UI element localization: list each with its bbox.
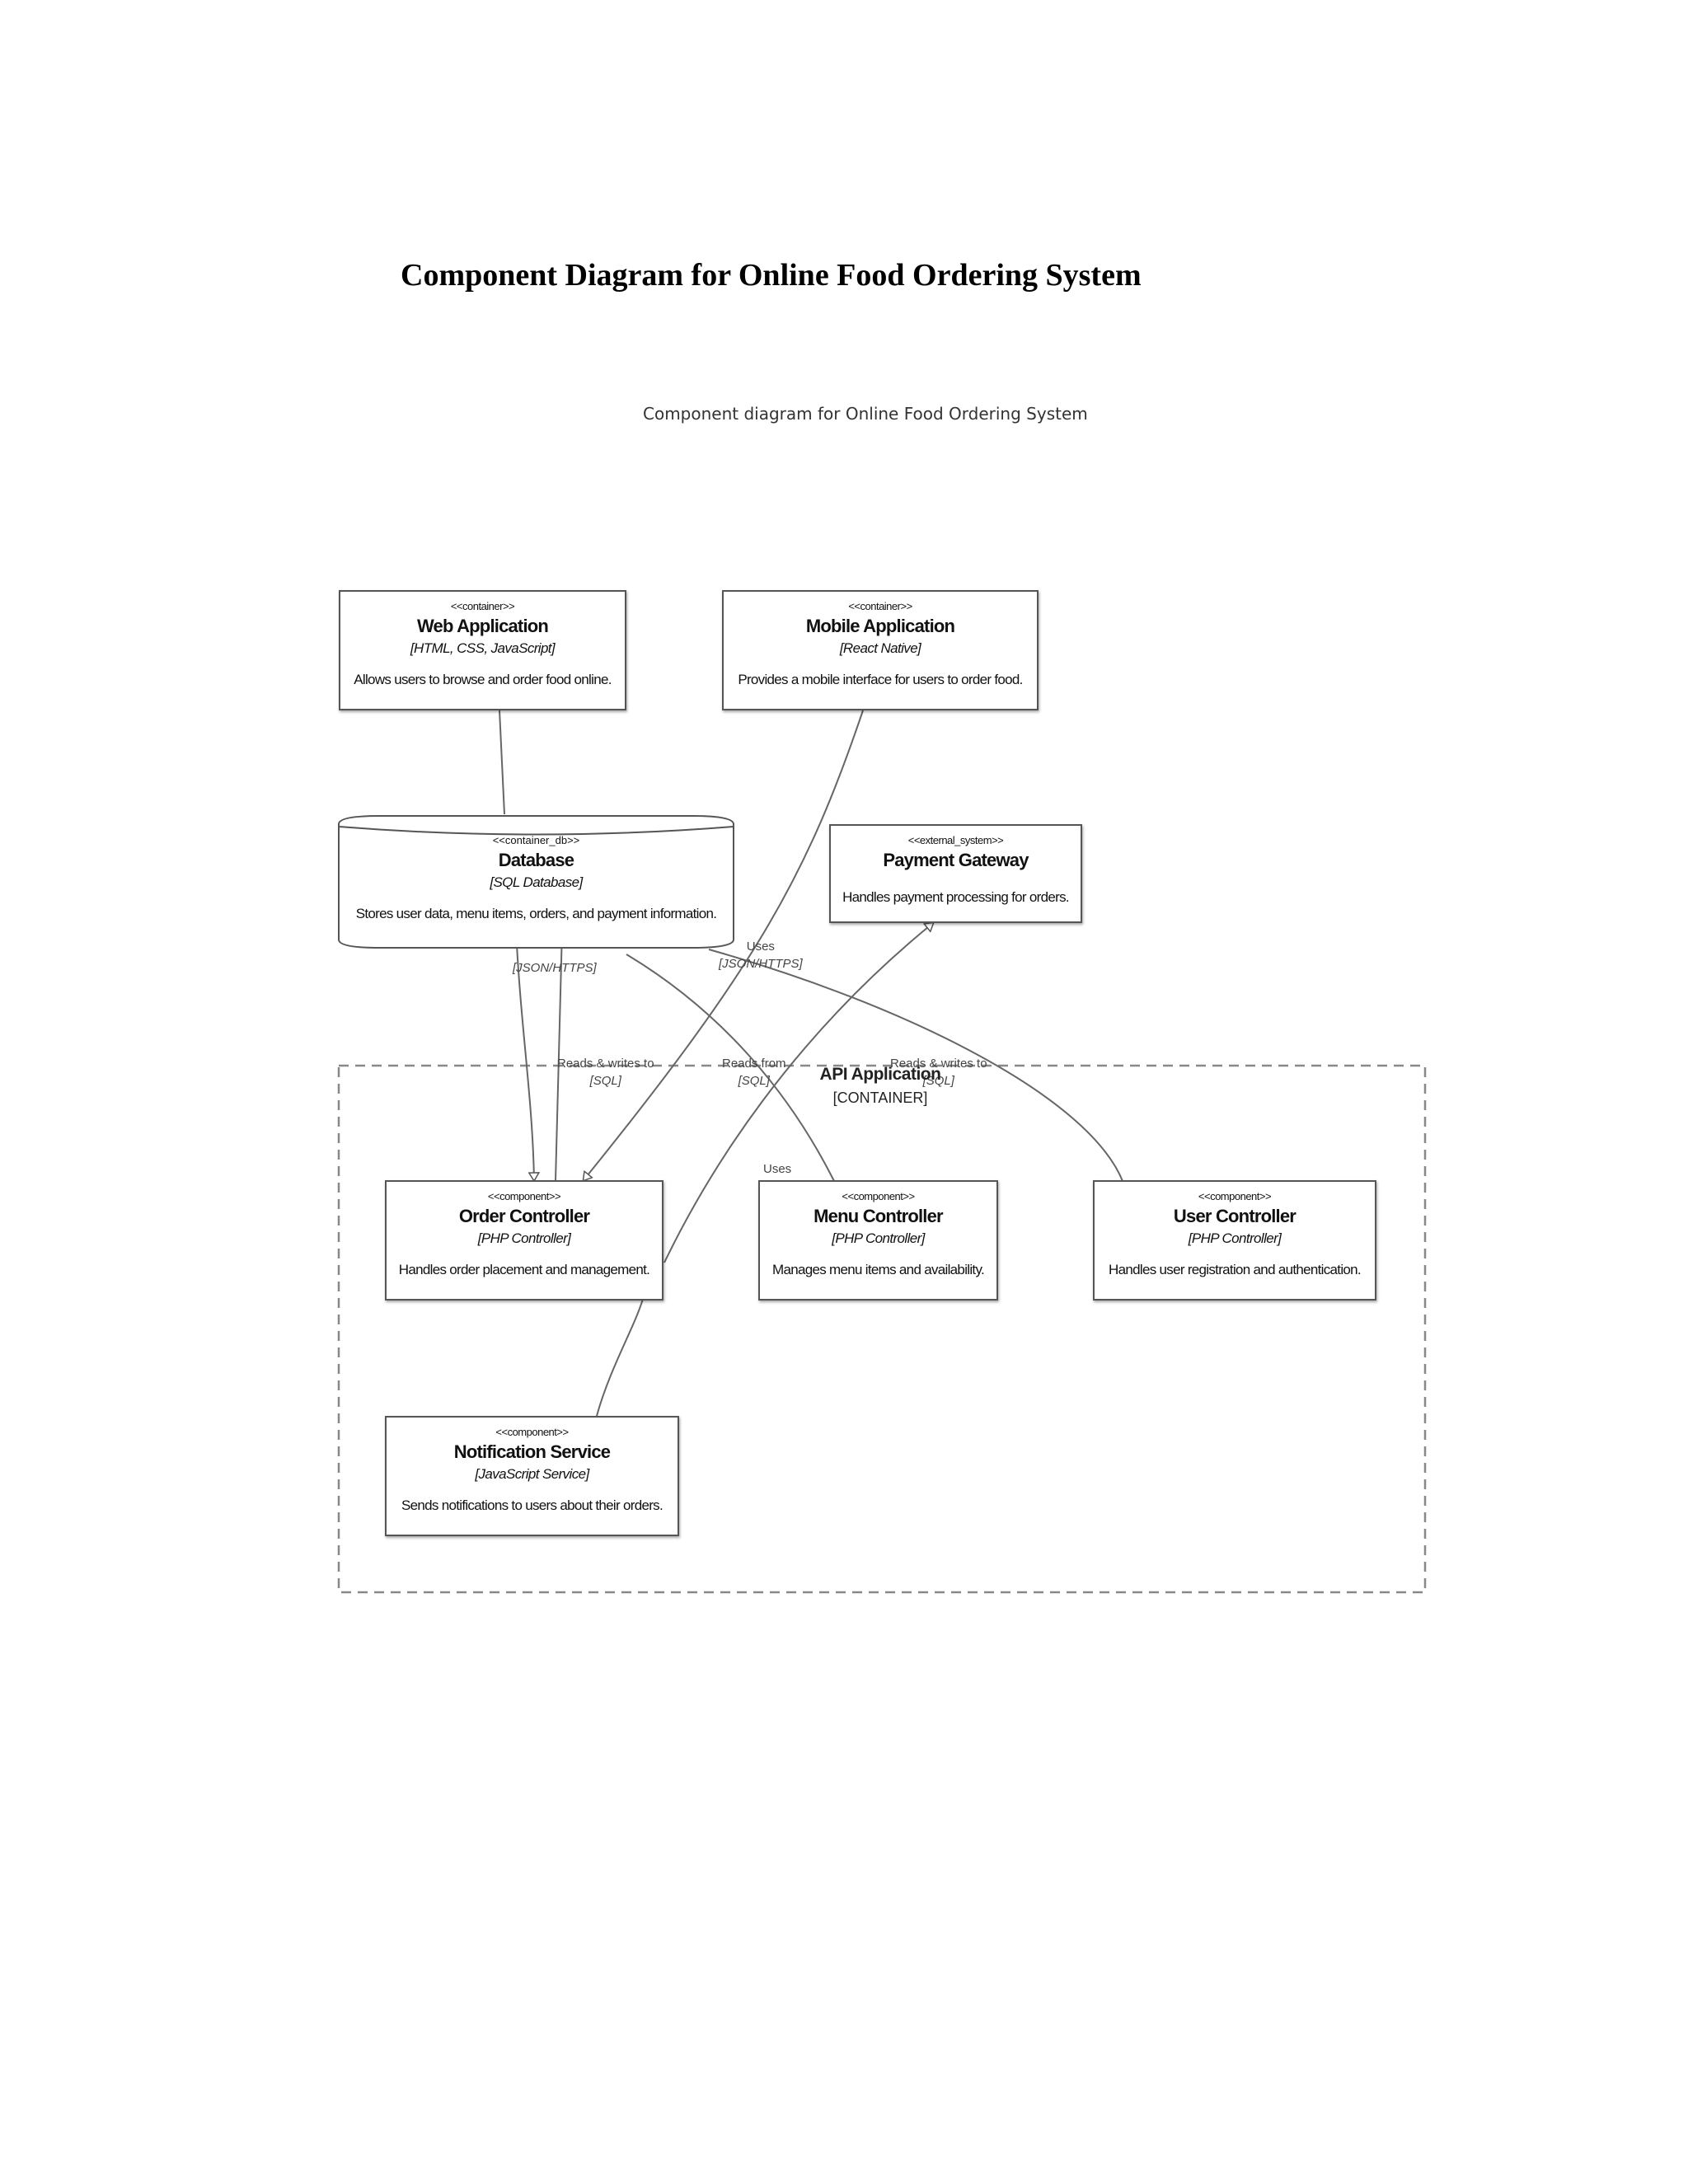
notification-service-node[interactable]: <<component>> Notification Service [Java… [385, 1416, 679, 1536]
database-desc: Stores user data, menu items, orders, an… [355, 906, 717, 921]
web-application-node[interactable]: <<container>> Web Application [HTML, CSS… [339, 590, 626, 710]
edge-web-to-order [515, 929, 534, 1180]
order-controller-name: Order Controller [458, 1206, 590, 1226]
payment-gateway-stereotype: <<external_system>> [907, 834, 1004, 846]
database-stereotype: <<container_db>> [492, 834, 580, 846]
page-title: Component Diagram for Online Food Orderi… [401, 258, 1142, 293]
api-application-type: [CONTAINER] [832, 1090, 928, 1106]
user-controller-node[interactable]: <<component>> User Controller [PHP Contr… [1093, 1180, 1376, 1301]
rel-mobile-uses-label: Uses [746, 940, 775, 954]
rel-web-tech: [JSON/HTTPS] [513, 961, 597, 975]
notification-service-name: Notification Service [453, 1441, 611, 1462]
mobile-application-node[interactable]: <<container>> Mobile Application [React … [722, 590, 1039, 710]
payment-gateway-desc: Handles payment processing for orders. [842, 889, 1070, 905]
mobile-application-name: Mobile Application [805, 616, 955, 636]
rel-order-db: Reads & writes to [SQL] [557, 1057, 654, 1088]
rel-user-db-tech: [SQL] [922, 1074, 954, 1088]
rel-menu-db: Reads from [SQL] [722, 1057, 786, 1088]
web-application-desc: Allows users to browse and order food on… [354, 672, 612, 687]
rel-user-db: Reads & writes to [SQL] [890, 1057, 987, 1088]
rel-mobile-uses-tech: [JSON/HTTPS] [719, 957, 803, 971]
menu-controller-desc: Manages menu items and availability. [771, 1262, 985, 1277]
notification-service-stereotype: <<component>> [495, 1426, 569, 1438]
rel-menu-db-tech: [SQL] [738, 1074, 770, 1088]
payment-gateway-name: Payment Gateway [883, 850, 1029, 870]
mobile-application-tech: [React Native] [839, 640, 921, 656]
web-application-name: Web Application [416, 616, 549, 636]
payment-gateway-node[interactable]: <<external_system>> Payment Gateway Hand… [829, 824, 1082, 923]
edge-user-to-db [708, 949, 1123, 1182]
notification-service-tech: [JavaScript Service] [475, 1466, 589, 1482]
order-controller-tech: [PHP Controller] [477, 1230, 571, 1246]
edge-order-to-db [555, 929, 563, 1182]
order-controller-node[interactable]: <<component>> Order Controller [PHP Cont… [385, 1180, 663, 1301]
edge-web-to-db [499, 710, 505, 815]
menu-controller-tech: [PHP Controller] [832, 1230, 925, 1246]
rel-user-db-label: Reads & writes to [890, 1057, 987, 1071]
menu-controller-node[interactable]: <<component>> Menu Controller [PHP Contr… [758, 1180, 998, 1301]
api-application-label: API Application [CONTAINER] [798, 1065, 963, 1107]
database-cylinder [338, 815, 734, 949]
menu-controller-name: Menu Controller [814, 1206, 943, 1226]
mobile-application-stereotype: <<container>> [848, 600, 912, 612]
user-controller-name: User Controller [1173, 1206, 1296, 1226]
user-controller-tech: [PHP Controller] [1188, 1230, 1282, 1246]
database-name: Database [498, 850, 574, 870]
edge-notification-to-order [596, 1298, 644, 1417]
order-controller-desc: Handles order placement and management. [398, 1262, 650, 1277]
notification-service-desc: Sends notifications to users about their… [401, 1497, 663, 1513]
rel-order-db-label: Reads & writes to [557, 1057, 654, 1071]
api-application-name: API Application [819, 1065, 941, 1084]
order-controller-stereotype: <<component>> [487, 1190, 561, 1202]
rel-menu-db-label: Reads from [722, 1057, 786, 1071]
rel-mobile-uses: Uses [JSON/HTTPS] [719, 940, 803, 971]
user-controller-desc: Handles user registration and authentica… [1109, 1262, 1362, 1277]
rel-order-payment: Uses [763, 1162, 791, 1176]
rel-order-payment-label: Uses [763, 1162, 792, 1176]
database-node[interactable]: <<container_db>> Database [SQL Database]… [339, 816, 734, 948]
user-controller-stereotype: <<component>> [1198, 1190, 1272, 1202]
menu-controller-stereotype: <<component>> [842, 1190, 915, 1202]
web-application-tech: [HTML, CSS, JavaScript] [410, 640, 556, 656]
web-application-stereotype: <<container>> [450, 600, 515, 612]
edge-order-to-payment [663, 923, 933, 1263]
edge-menu-to-db [626, 954, 835, 1182]
edge-mobile-to-order [584, 710, 864, 1180]
database-tech: [SQL Database] [490, 874, 583, 890]
diagram-caption: Component diagram for Online Food Orderi… [643, 404, 1088, 424]
rel-order-db-tech: [SQL] [589, 1074, 621, 1088]
mobile-application-desc: Provides a mobile interface for users to… [738, 672, 1023, 687]
